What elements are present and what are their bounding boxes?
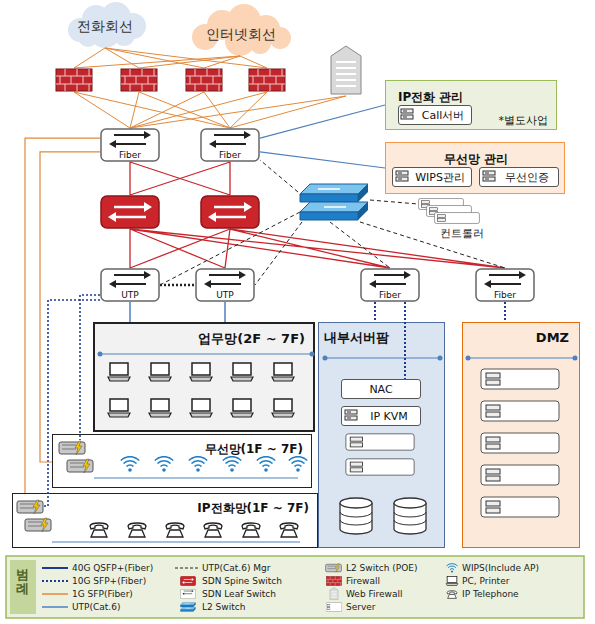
text-anchor: 업무망(2F ~ 7F)	[198, 328, 305, 348]
zone-title: 내부서버팜	[324, 329, 389, 347]
legend-text: SDN Spine Switch	[202, 575, 282, 587]
switch-node: Fiber	[100, 128, 160, 162]
zone-title: IP전화망(1F ~ 7F)	[197, 500, 309, 517]
legend-text: 40G QSFP+(Fiber)	[72, 562, 153, 574]
node-label: UTP	[216, 290, 234, 301]
management-box: IP전화 관리 *별도사업 Call서버	[385, 80, 557, 130]
switch-node: UTP	[195, 268, 255, 302]
legend-row: PC, Printer	[462, 575, 509, 587]
legend-row: IP Telephone	[462, 588, 519, 600]
text-anchor: 무선망(1F ~ 7F)	[205, 438, 303, 458]
legend-row: L2 Switch (POE)	[346, 562, 417, 574]
zone-title: DMZ	[536, 330, 569, 345]
network-link	[404, 302, 406, 379]
legend-row: WIPS(Include AP)	[462, 562, 539, 574]
label-anchor: 컨트롤러	[440, 226, 484, 241]
zone-box: 업무망(2F ~ 7F)	[93, 322, 315, 432]
server-box: 무선인증	[479, 167, 559, 187]
server-box: IP KVM	[341, 406, 421, 426]
zone-title: IP전화 관리	[398, 89, 463, 106]
legend-text: 10G SFP+(Fiber)	[72, 575, 146, 587]
legend-text: Firewall	[346, 575, 380, 587]
node-label: WIPS관리	[415, 170, 465, 185]
management-box: 무선망 관리 WIPS관리 무선인증	[385, 142, 565, 194]
zone-box: 내부서버팜 NAC IP KVM	[318, 322, 445, 548]
legend-row: L2 Switch	[202, 601, 245, 613]
network-link	[260, 152, 385, 168]
node-label: Fiber	[379, 290, 401, 301]
node-label: Call서버	[422, 108, 465, 123]
legend-text: PC, Printer	[462, 575, 509, 587]
text-anchor: IP전화 관리	[398, 86, 463, 106]
node-label: NAC	[369, 383, 392, 396]
switch-node: UTP	[100, 268, 160, 302]
legend-text: Web Firewall	[346, 588, 402, 600]
zone-title: *별도사업	[499, 113, 549, 128]
legend-row: Firewall	[346, 575, 380, 587]
switch-node: Fiber	[475, 268, 535, 302]
legend-text: UTP(Cat.6)	[72, 601, 120, 613]
legend-text: IP Telephone	[462, 588, 519, 600]
legend-text: L2 Switch	[202, 601, 245, 613]
server-box: Call서버	[398, 105, 472, 125]
legend-row: UTP(Cat.6) Mgr	[202, 562, 271, 574]
network-link	[129, 302, 131, 322]
legend-row: 1G SFP(Fiber)	[72, 588, 133, 600]
legend-row: SDN Spine Switch	[202, 575, 282, 587]
text-anchor: DMZ	[536, 327, 569, 346]
legend-text: WIPS(Include AP)	[462, 562, 539, 574]
text-anchor: *별도사업	[499, 109, 549, 128]
network-link	[224, 302, 226, 322]
legend-text: UTP(Cat.6) Mgr	[202, 562, 271, 574]
switch-node: Fiber	[200, 128, 260, 162]
node-label: IP KVM	[370, 410, 408, 423]
zone-box: DMZ	[462, 322, 580, 548]
zone-box: IP전화망(1F ~ 7F)	[12, 493, 318, 548]
legend-row: Web Firewall	[346, 588, 402, 600]
network-link	[260, 105, 385, 138]
cloud-node: 전화회선	[62, 14, 148, 40]
legend-text: L2 Switch (POE)	[346, 562, 417, 574]
node-label: Fiber	[219, 150, 241, 161]
server-box: NAC	[341, 379, 421, 399]
zone-box: 무선망(1F ~ 7F)	[52, 434, 312, 488]
network-link	[40, 152, 100, 462]
legend-row: Server	[346, 601, 376, 613]
legend-row: 40G QSFP+(Fiber)	[72, 562, 153, 574]
legend-row: UTP(Cat.6)	[72, 601, 120, 613]
node-label: Fiber	[119, 150, 141, 161]
node-label: UTP	[121, 290, 139, 301]
network-link	[25, 138, 100, 493]
network-link	[374, 302, 376, 322]
text-anchor: IP전화망(1F ~ 7F)	[197, 497, 309, 517]
label-anchor: 범례	[16, 568, 29, 597]
node-label: 무선인증	[505, 170, 549, 185]
network-link	[504, 302, 506, 322]
node-label: 인터넷회선	[206, 26, 276, 44]
legend-heading: 범례	[16, 568, 29, 597]
zone-title: 무선망(1F ~ 7F)	[205, 441, 303, 458]
text-anchor: 내부서버팜	[324, 327, 389, 347]
switch-node: Fiber	[360, 268, 420, 302]
legend-row: SDN Leaf Switch	[202, 588, 276, 600]
legend-row: 10G SFP+(Fiber)	[72, 575, 146, 587]
text-anchor: 무선망 관리	[444, 148, 508, 168]
annotation: 컨트롤러	[440, 226, 484, 241]
legend-text: Server	[346, 601, 376, 613]
server-box: WIPS관리	[392, 167, 472, 187]
legend-text: 1G SFP(Fiber)	[72, 588, 133, 600]
node-label: 전화회선	[77, 18, 133, 36]
zone-title: 업무망(2F ~ 7F)	[198, 330, 305, 348]
cloud-node: 인터넷회선	[196, 22, 286, 48]
zone-title: 무선망 관리	[444, 151, 508, 168]
legend-text: SDN Leaf Switch	[202, 588, 276, 600]
node-label: Fiber	[494, 290, 516, 301]
